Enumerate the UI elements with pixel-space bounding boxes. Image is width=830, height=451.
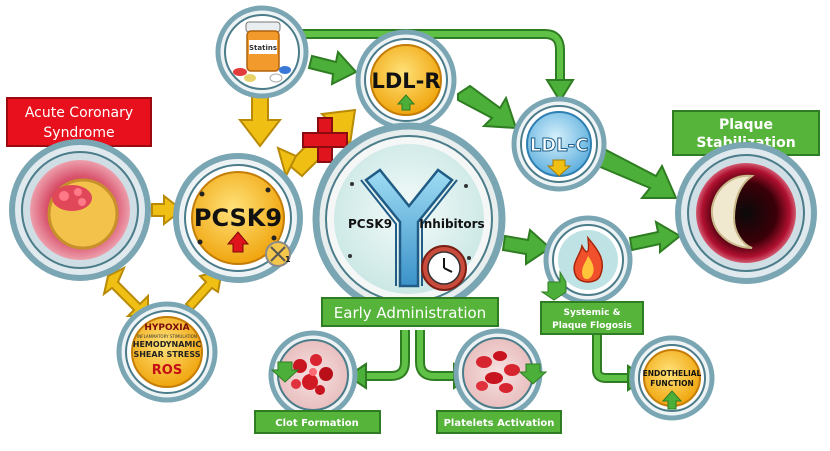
arrow-hypoxia-to-pcsk9 — [184, 268, 224, 312]
ldlr-node: LDL-R — [355, 29, 457, 131]
hypoxia-line5: ROS — [152, 363, 182, 378]
flogosis-node — [540, 215, 633, 305]
pcsk9-inhibitors-node: PCSK9 Inhibitors — [312, 122, 506, 316]
ldlr-label: LDL-R — [371, 69, 440, 93]
down-arrow-icon — [546, 159, 572, 177]
arrow-statins-to-ldlr — [307, 49, 358, 86]
platelets-icon — [476, 351, 520, 393]
hypoxia-node: HYPOXIA INFLAMMATORY STIMULATION HEMODYN… — [116, 301, 218, 403]
statins-bottle-icon: Statins — [215, 5, 309, 99]
flogosis-label-line1: Systemic & — [564, 308, 621, 318]
pcsk9-node: PCSK9 1 — [173, 153, 303, 283]
acs-vessel-icon — [9, 139, 151, 281]
plaque-label-line1: Plaque — [719, 117, 773, 133]
inhibitors-label-left: PCSK9 — [348, 217, 392, 231]
arrow-early-admin-split — [346, 330, 474, 390]
red-cross-icon — [302, 117, 348, 163]
pcsk9-badge-icon: 1 — [265, 241, 291, 267]
arrow-ldlc-to-plaque — [597, 148, 678, 199]
acs-label-line1: Acute Coronary — [25, 105, 133, 121]
ldlc-node: LDL-C — [511, 96, 607, 192]
hypoxia-line4: SHEAR STRESS — [133, 350, 200, 359]
clock-icon — [421, 245, 467, 291]
arrow-flogosis-to-plaque — [628, 220, 682, 255]
early-administration-label: Early Administration — [334, 304, 486, 322]
platelets-label-box: Platelets Activation — [436, 410, 562, 434]
flogosis-label-box: Systemic & Plaque Flogosis — [540, 301, 644, 335]
clot-label: Clot Formation — [275, 418, 359, 429]
arrow-acs-to-pcsk9 — [151, 193, 184, 227]
up-arrow-icon — [661, 390, 683, 410]
up-arrow-icon — [226, 231, 250, 253]
arrow-statins-to-pcsk9 — [237, 91, 283, 148]
hypoxia-line1: HYPOXIA — [144, 323, 189, 333]
platelets-label: Platelets Activation — [444, 418, 555, 429]
clot-node — [268, 330, 358, 420]
endothelial-node: ENDOTHELIAL FUNCTION — [629, 335, 715, 421]
down-arrow-icon — [518, 363, 548, 385]
platelets-node — [453, 328, 548, 418]
endothelial-line1: ENDOTHELIAL — [643, 369, 702, 378]
arrow-flogosis-to-endothelial — [592, 330, 632, 383]
hypoxia-line3: HEMODYNAMIC — [133, 340, 202, 349]
antibody-icon — [360, 168, 458, 288]
ldlc-label: LDL-C — [530, 135, 589, 156]
up-arrow-icon — [396, 94, 416, 111]
fire-icon — [573, 235, 604, 283]
pcsk9-badge-text: 1 — [285, 255, 291, 264]
flogosis-label-line2: Plaque Flogosis — [552, 321, 632, 331]
endothelial-line2: FUNCTION — [650, 379, 694, 388]
down-arrow-icon — [540, 270, 567, 301]
plaque-vessel-icon — [675, 142, 817, 284]
clot-label-box: Clot Formation — [254, 410, 381, 434]
acs-label-box: Acute Coronary Syndrome — [6, 97, 152, 147]
arrow-inhibitors-to-flogosis — [501, 228, 552, 266]
arrow-ldlr-to-ldlc — [457, 84, 518, 130]
acs-label-line2: Syndrome — [43, 125, 114, 141]
arrow-head — [545, 79, 575, 103]
hypoxia-line2: INFLAMMATORY STIMULATION — [137, 334, 197, 339]
statins-label: Statins — [249, 44, 277, 52]
early-administration-box: Early Administration — [321, 297, 499, 327]
pcsk9-label: PCSK9 — [194, 204, 282, 232]
inhibitors-label-right: Inhibitors — [419, 217, 484, 231]
down-arrow-icon — [270, 361, 300, 383]
